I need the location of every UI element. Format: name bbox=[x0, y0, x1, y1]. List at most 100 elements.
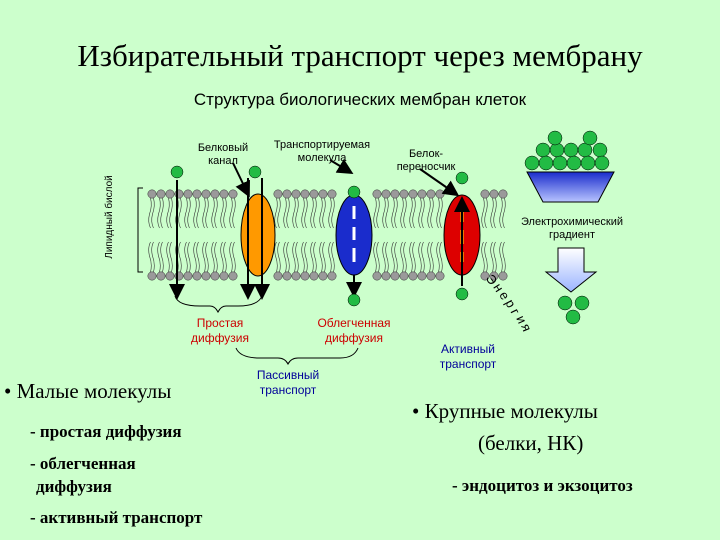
lipid-head bbox=[192, 271, 202, 281]
list-item: - простая диффузия bbox=[30, 422, 182, 441]
lipid-tail bbox=[292, 197, 299, 229]
lipid-tail bbox=[310, 241, 317, 273]
lipid-head bbox=[165, 271, 175, 281]
lipid-head bbox=[498, 271, 508, 281]
transported-molecule-label: Транспортируемая молекула bbox=[273, 139, 371, 164]
list-item: - эндоцитоз и экзоцитоз bbox=[452, 476, 633, 495]
lipid-tail bbox=[301, 241, 308, 273]
simple-diffusion-label: Простая диффузия bbox=[190, 316, 250, 345]
lipid-tail bbox=[148, 241, 155, 273]
lipid-head bbox=[309, 189, 319, 199]
lipid-head bbox=[183, 271, 193, 281]
lipid-head bbox=[489, 271, 499, 281]
lipid-tail bbox=[328, 197, 335, 229]
lipid-head bbox=[282, 189, 292, 199]
lipid-head bbox=[300, 271, 310, 281]
list-item: диффузия bbox=[36, 477, 112, 496]
large-molecules-heading: • Крупные молекулы bbox=[412, 399, 598, 423]
lipid-tail bbox=[409, 197, 416, 229]
lipid-head bbox=[318, 271, 328, 281]
molecule-icon bbox=[347, 293, 361, 307]
facilitated-diffusion-label: Облегченная диффузия bbox=[317, 316, 391, 345]
lipid-head bbox=[291, 189, 301, 199]
lipid-head bbox=[498, 189, 508, 199]
lipid-tail bbox=[211, 197, 218, 229]
lipid-head bbox=[183, 189, 193, 199]
lipid-tail bbox=[274, 197, 281, 229]
lipid-tail bbox=[391, 197, 398, 229]
lipid-head bbox=[372, 189, 382, 199]
lipid-tail bbox=[382, 241, 389, 273]
lipid-head bbox=[318, 189, 328, 199]
lipid-tail bbox=[382, 197, 389, 229]
lipid-tail bbox=[499, 197, 506, 229]
lipid-head bbox=[399, 271, 409, 281]
lipid-head bbox=[381, 189, 391, 199]
lipid-head bbox=[309, 271, 319, 281]
molecule-icon bbox=[170, 165, 184, 179]
lipid-head bbox=[165, 189, 175, 199]
lipid-head bbox=[390, 189, 400, 199]
lipid-tail bbox=[220, 197, 227, 229]
passive-transport-label: Пассивный транспорт bbox=[256, 368, 320, 397]
lipid-tail bbox=[283, 241, 290, 273]
molecule-icon bbox=[455, 287, 469, 301]
lipid-head bbox=[489, 189, 499, 199]
lipid-head bbox=[300, 189, 310, 199]
lipid-tail bbox=[166, 241, 173, 273]
lipid-tail bbox=[184, 241, 191, 273]
lipid-head bbox=[480, 271, 490, 281]
lipid-head bbox=[372, 271, 382, 281]
lipid-head bbox=[291, 271, 301, 281]
lipid-head bbox=[399, 189, 409, 199]
lipid-head bbox=[327, 271, 337, 281]
small-molecules-heading: • Малые молекулы bbox=[4, 379, 172, 403]
lipid-tail bbox=[373, 241, 380, 273]
lipid-tail bbox=[301, 197, 308, 229]
gradient-sink-molecules bbox=[557, 295, 590, 325]
lipid-tail bbox=[328, 241, 335, 273]
electrochemical-gradient-label: Электрохимический градиент bbox=[521, 216, 623, 241]
lipid-tail bbox=[481, 241, 488, 273]
lipid-tail bbox=[283, 197, 290, 229]
lipid-tail bbox=[490, 241, 497, 273]
lipid-head bbox=[327, 189, 337, 199]
lipid-head bbox=[219, 189, 229, 199]
lipid-tail bbox=[418, 241, 425, 273]
lipid-tail bbox=[310, 197, 317, 229]
lipid-head bbox=[201, 271, 211, 281]
lipid-head bbox=[480, 189, 490, 199]
lipid-head bbox=[435, 271, 445, 281]
lipid-head bbox=[417, 189, 427, 199]
lipid-head bbox=[417, 271, 427, 281]
large-molecules-subheading: (белки, НК) bbox=[478, 431, 584, 455]
lipid-tail bbox=[157, 197, 164, 229]
lipid-tail bbox=[202, 241, 209, 273]
lipid-tail bbox=[319, 197, 326, 229]
active-transport-label: Активный транспорт bbox=[439, 342, 497, 371]
lipid-tail bbox=[220, 241, 227, 273]
lipid-head bbox=[156, 189, 166, 199]
gradient-box bbox=[526, 171, 615, 203]
lipid-tail bbox=[400, 241, 407, 273]
lipid-tail bbox=[193, 197, 200, 229]
lipid-head bbox=[381, 271, 391, 281]
lipid-tail bbox=[409, 241, 416, 273]
protein-channel-label: Белковый канал bbox=[197, 142, 249, 167]
lipid-head bbox=[390, 271, 400, 281]
lipid-head bbox=[228, 271, 238, 281]
lipid-tail bbox=[391, 241, 398, 273]
lipid-bilayer bbox=[147, 189, 508, 281]
lipid-tail bbox=[274, 241, 281, 273]
lipid-head bbox=[219, 271, 229, 281]
lipid-tail bbox=[418, 197, 425, 229]
lipid-head bbox=[426, 271, 436, 281]
lipid-head bbox=[210, 271, 220, 281]
lipid-head bbox=[201, 189, 211, 199]
page-subtitle: Структура биологических мембран клеток bbox=[193, 90, 527, 109]
lipid-head bbox=[435, 189, 445, 199]
list-item: - облегченная bbox=[30, 454, 136, 473]
lipid-tail bbox=[166, 197, 173, 229]
